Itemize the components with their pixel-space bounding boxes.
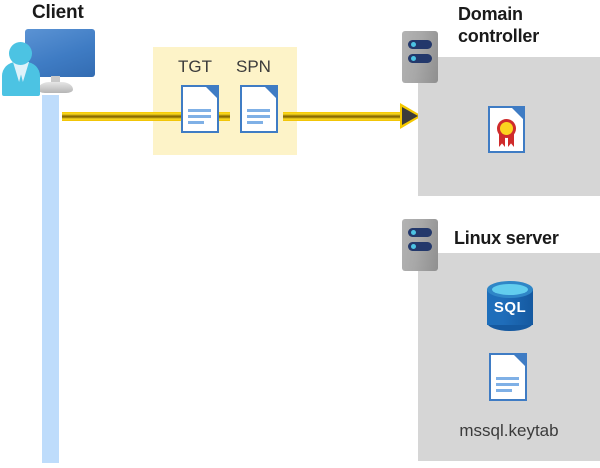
tgt-document-icon [181,85,219,133]
certificate-icon [488,106,525,153]
keytab-filename-label: mssql.keytab [459,421,559,440]
domain-controller-title: Domain controller [458,4,540,46]
sql-database-label: SQL [493,299,527,316]
tgt-label: TGT [178,57,212,76]
arrow-head-icon [402,107,418,125]
keytab-document-icon [489,353,527,401]
client-label: Client [32,2,84,23]
arrow-line-left [62,112,230,121]
client-lifeline [42,95,59,463]
sql-database-icon: SQL [487,281,533,333]
person-head-icon [9,42,32,65]
linux-server-server-icon [402,219,438,271]
monitor-base-icon [38,82,73,93]
domain-controller-server-icon [402,31,438,83]
monitor-neck-icon [51,76,60,85]
linux-server-title: Linux server [454,228,559,248]
spn-label: SPN [236,57,271,76]
arrow-line-right [283,112,405,121]
spn-document-icon [240,85,278,133]
